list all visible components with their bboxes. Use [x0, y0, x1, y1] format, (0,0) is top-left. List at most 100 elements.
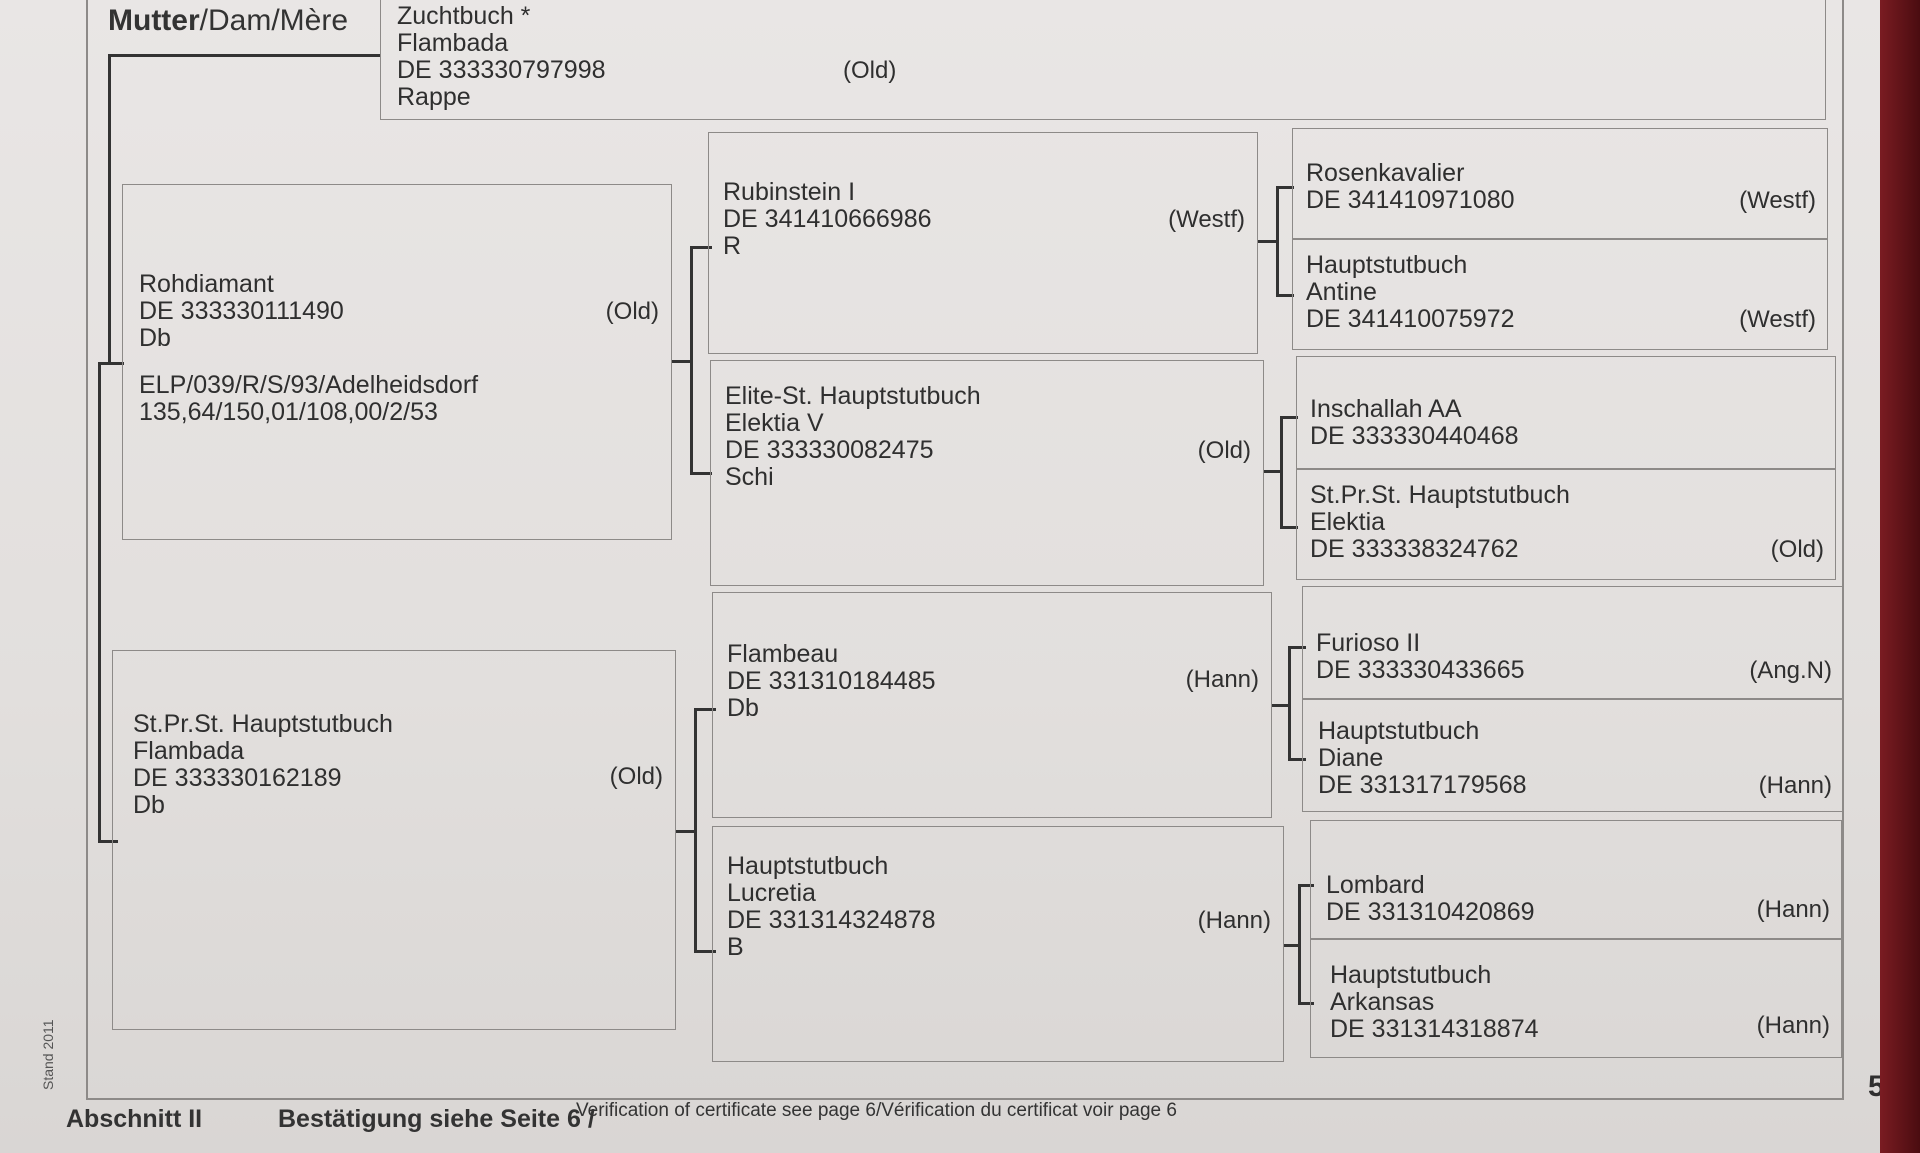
frame-bottom-border [86, 1098, 1842, 1100]
connector-g4-pair-4 [1298, 884, 1301, 1004]
gen4-divider-4 [1310, 938, 1842, 940]
damdam-registry: (Old) [609, 763, 663, 790]
sire-name: Rohdiamant [139, 270, 274, 298]
gen4-4-line3: DE 333338324762 [1310, 535, 1519, 563]
connector-g4-4 [1280, 526, 1298, 529]
connector-to-sire [98, 362, 124, 365]
gen4-4-line2: Elektia [1310, 508, 1386, 536]
connector-gen3-3 [694, 708, 716, 711]
gen3-2-line2: Elektia V [725, 409, 824, 437]
gen4-6-line3: DE 331317179568 [1318, 771, 1527, 799]
gen4-5-line1: Furioso II [1316, 629, 1421, 657]
connector-g4-8 [1298, 1002, 1314, 1005]
connector-to-damdam [98, 840, 118, 843]
gen4-6-line1: Hauptstutbuch [1318, 717, 1480, 745]
sire-color: Db [139, 324, 171, 352]
connector-damdam-stub [676, 830, 696, 833]
dam-name: Flambada [397, 29, 509, 57]
gen3-4-registry: (Hann) [1197, 907, 1271, 934]
sire-of-dam-box: Rohdiamant DE 333330111490 Db ELP/039/R/… [122, 184, 672, 540]
gen3-box-1: Rubinstein I DE 341410666986 R (Westf) [708, 132, 1258, 354]
gen3-4-line4: B [727, 933, 744, 961]
gen4-7-registry: (Hann) [1756, 896, 1830, 923]
gen3-1-line2: DE 341410666986 [723, 205, 932, 233]
gen4-2-line1: Hauptstutbuch [1306, 251, 1468, 279]
gen3-2-line1: Elite-St. Hauptstutbuch [725, 382, 981, 410]
gen3-2-line4: Schi [725, 463, 774, 491]
dam-registry: (Old) [843, 57, 897, 84]
gen3-1-line1: Rubinstein I [723, 178, 856, 206]
connector-g4-3 [1280, 416, 1298, 419]
gen3-3-line1: Flambeau [727, 640, 839, 668]
gen4-entry-8: Hauptstutbuch Arkansas DE 331314318874 (… [1316, 962, 1842, 1052]
frame-left-border [86, 0, 88, 1100]
frame-right-border [1842, 0, 1844, 1100]
gen4-8-line3: DE 331314318874 [1330, 1015, 1539, 1043]
sire-registry: (Old) [605, 298, 659, 325]
connector-bracket-upper [108, 54, 111, 364]
gen4-1-line2: DE 341410971080 [1306, 186, 1515, 214]
connector-g4-7 [1298, 884, 1314, 887]
connector-g3-1-stub [1258, 240, 1276, 243]
dam-box: Zuchtbuch * Flambada DE 333330797998 Rap… [380, 0, 1826, 120]
damdam-book: St.Pr.St. Hauptstutbuch [133, 710, 393, 738]
gen3-4-line2: Lucretia [727, 879, 816, 907]
gen4-6-registry: (Hann) [1758, 772, 1832, 799]
gen4-4-registry: (Old) [1770, 536, 1824, 563]
dam-id: DE 333330797998 [397, 56, 606, 84]
gen4-8-registry: (Hann) [1756, 1012, 1830, 1039]
connector-g4-1 [1276, 186, 1294, 189]
connector-g3-4-stub [1284, 944, 1298, 947]
connector-g3-2-stub [1264, 470, 1280, 473]
gen3-box-2: Elite-St. Hauptstutbuch Elektia V DE 333… [710, 360, 1264, 586]
gen4-2-line2: Antine [1306, 278, 1377, 306]
gen4-entry-3: Inschallah AA DE 333330440468 [1296, 396, 1836, 476]
stand-note: Stand 2011 [40, 1019, 56, 1090]
gen4-3-line1: Inschallah AA [1310, 395, 1462, 423]
gen4-entry-5: Furioso II DE 333330433665 (Ang.N) [1302, 630, 1844, 710]
gen3-3-line2: DE 331310184485 [727, 667, 936, 695]
connector-g4-pair-3 [1288, 646, 1291, 760]
gen3-box-4: Hauptstutbuch Lucretia DE 331314324878 B… [712, 826, 1284, 1062]
gen4-entry-6: Hauptstutbuch Diane DE 331317179568 (Han… [1304, 718, 1844, 808]
gen4-7-line1: Lombard [1326, 871, 1425, 899]
gen4-8-line2: Arkansas [1330, 988, 1435, 1016]
gen4-entry-7: Lombard DE 331310420869 (Hann) [1312, 872, 1842, 952]
gen3-1-registry: (Westf) [1168, 206, 1245, 233]
connector-g4-5 [1288, 646, 1306, 649]
gen4-8-line1: Hauptstutbuch [1330, 961, 1492, 989]
damdam-id: DE 333330162189 [133, 764, 342, 792]
connector-gen3-1 [690, 246, 712, 249]
gen3-box-3: Flambeau DE 331310184485 Db (Hann) [712, 592, 1272, 818]
gen3-2-registry: (Old) [1197, 437, 1251, 464]
connector-g4-2 [1276, 294, 1294, 297]
gen3-4-line3: DE 331314324878 [727, 906, 936, 934]
connector-sire-stub [672, 360, 692, 363]
gen4-2-registry: (Westf) [1739, 306, 1816, 333]
connector-bracket-main [98, 362, 101, 842]
connector-gen3-4 [694, 950, 716, 953]
gen4-divider-1 [1292, 238, 1828, 240]
gen3-2-line3: DE 333330082475 [725, 436, 934, 464]
gen3-4-line1: Hauptstutbuch [727, 852, 889, 880]
gen4-7-line2: DE 331310420869 [1326, 898, 1535, 926]
gen4-1-registry: (Westf) [1739, 187, 1816, 214]
dam-color: Rappe [397, 83, 471, 111]
gen4-entry-4: St.Pr.St. Hauptstutbuch Elektia DE 33333… [1296, 482, 1836, 572]
gen4-divider-2 [1296, 468, 1836, 470]
page-title: Mutter/Dam/Mère [108, 4, 349, 37]
sire-id: DE 333330111490 [139, 297, 344, 325]
gen3-1-line3: R [723, 232, 742, 260]
gen4-6-line2: Diane [1318, 744, 1384, 772]
dam-book: Zuchtbuch * [397, 2, 531, 30]
connector-g4-6 [1288, 758, 1306, 761]
connector-g4-pair-1 [1276, 186, 1279, 296]
connector-g4-pair-2 [1280, 416, 1283, 528]
gen3-3-registry: (Hann) [1185, 666, 1259, 693]
book-cover-edge [1880, 0, 1920, 1153]
gen4-3-line2: DE 333330440468 [1310, 422, 1519, 450]
damdam-name: Flambada [133, 737, 245, 765]
gen4-5-line2: DE 333330433665 [1316, 656, 1525, 684]
connector-gen3-2 [690, 472, 712, 475]
